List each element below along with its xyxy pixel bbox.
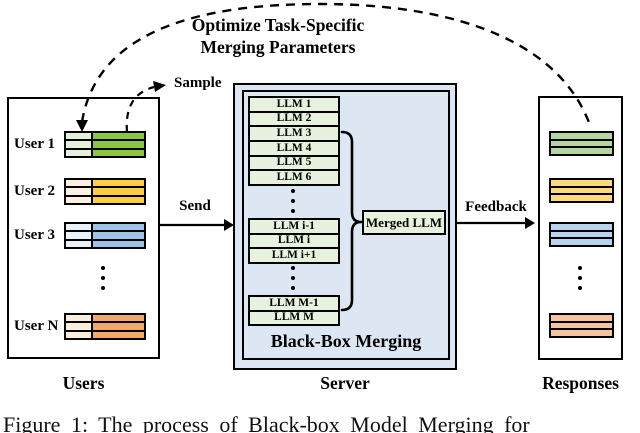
llm-group-bottom: LLM M-1 LLM M: [248, 295, 340, 326]
server-caption: Server: [320, 373, 370, 393]
user-1-query-block: [64, 131, 93, 158]
user-n-query-block: [64, 313, 93, 340]
user-1-label: User 1: [14, 136, 55, 152]
user-3-label: User 3: [14, 227, 55, 243]
user-2-data-block: [91, 178, 146, 205]
user-3-query-block: [64, 222, 93, 249]
diagram-title: Optimize Task-Specific Merging Parameter…: [157, 14, 399, 58]
sample-arrowhead-icon: [153, 81, 166, 92]
llm-2-box: LLM 2: [250, 113, 338, 126]
users-ellipsis-dots: [101, 266, 105, 290]
responses-ellipsis-dots: [578, 266, 582, 290]
diagram-title-line2: Merging Parameters: [200, 37, 356, 57]
llm-i-plus-1-box: LLM i+1: [250, 249, 338, 263]
user-row-1: User 1: [14, 131, 146, 158]
llm-ellipsis-dots-2: [291, 266, 295, 290]
user-row-n: User N: [14, 313, 146, 340]
llm-ellipsis-dots-1: [291, 189, 295, 213]
user-2-label: User 2: [14, 183, 55, 199]
llm-5-box: LLM 5: [250, 157, 338, 170]
black-box-merging-label: Black-Box Merging: [270, 331, 422, 351]
sample-label: Sample: [174, 75, 222, 91]
llm-i-box: LLM i: [250, 235, 338, 248]
llm-6-box: LLM 6: [250, 171, 338, 185]
user-1-data-block: [91, 131, 146, 158]
responses-caption: Responses: [542, 373, 619, 393]
llm-group-top: LLM 1 LLM 2 LLM 3 LLM 4 LLM 5 LLM 6: [248, 96, 340, 186]
send-label: Send: [179, 198, 211, 214]
merged-llm-box: Merged LLM: [362, 210, 446, 235]
user-n-data-block: [91, 313, 146, 340]
user-2-query-block: [64, 178, 93, 205]
llm-1-box: LLM 1: [250, 98, 338, 111]
response-block-1: [549, 131, 614, 156]
llm-m-box: LLM M: [250, 311, 338, 324]
llm-m-minus-1-box: LLM M-1: [250, 297, 338, 310]
llm-4-box: LLM 4: [250, 142, 338, 155]
llm-3-box: LLM 3: [250, 127, 338, 141]
response-block-3: [549, 222, 614, 247]
user-3-data-block: [91, 222, 146, 249]
response-block-2: [549, 178, 614, 203]
feedback-arrowhead-icon: [525, 217, 535, 229]
users-caption: Users: [62, 373, 105, 393]
diagram-title-line1: Optimize Task-Specific: [191, 15, 365, 35]
llm-i-minus-1-box: LLM i-1: [250, 220, 338, 233]
feedback-label: Feedback: [465, 199, 527, 215]
merged-llm-label: Merged LLM: [365, 214, 443, 230]
llm-group-middle: LLM i-1 LLM i LLM i+1: [248, 218, 340, 264]
user-n-label: User N: [14, 318, 59, 334]
figure-caption: Figure 1: The process of Black-box Model…: [3, 412, 530, 433]
user-row-3: User 3: [14, 222, 146, 249]
user-row-2: User 2: [14, 178, 146, 205]
response-block-n: [549, 313, 614, 338]
